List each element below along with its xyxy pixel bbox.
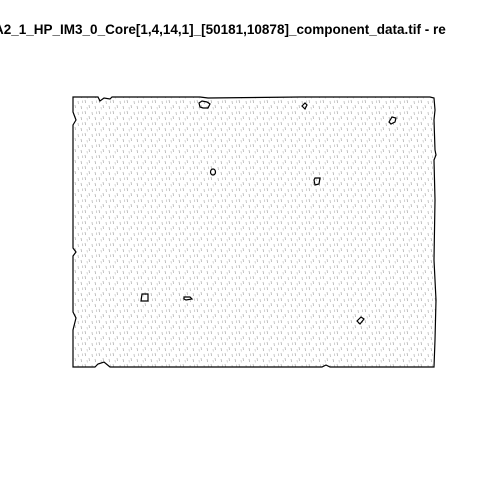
contour-shape-7 [183,296,194,301]
contour-shape-1 [198,100,211,109]
contour-shape-3 [388,116,397,125]
contour-shape-8 [356,316,365,325]
contour-shape-5 [313,177,321,186]
contour-shape-6 [140,293,149,302]
plot-title-text: A2_1_HP_IM3_0_Core[1,4,14,1]_[50181,1087… [0,22,446,37]
tissue-region [72,96,437,368]
contour-shape-2 [301,102,308,111]
contour-shape-4 [209,168,217,176]
plot-title: A2_1_HP_IM3_0_Core[1,4,14,1]_[50181,1087… [0,22,480,42]
